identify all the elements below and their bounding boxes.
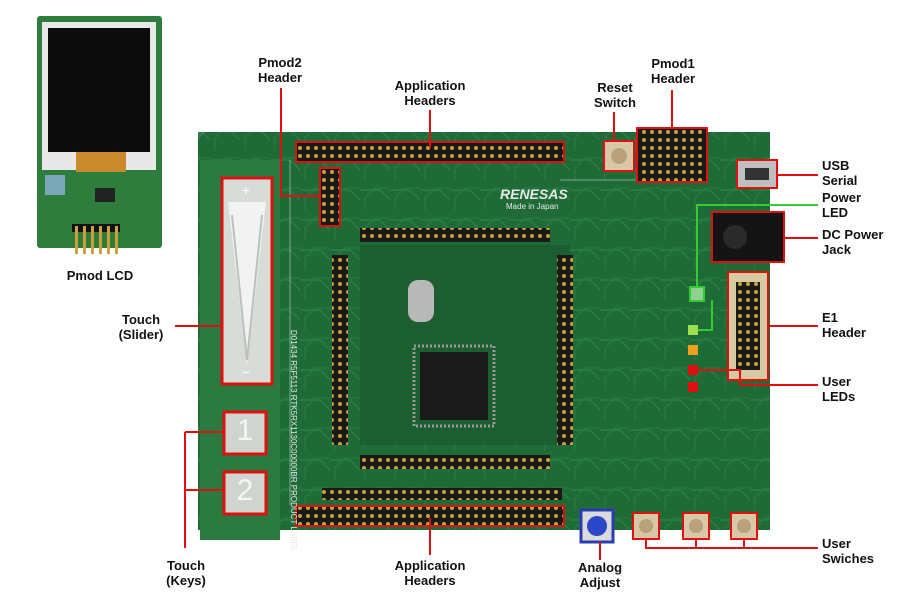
label-app-headers-bottom: Application Headers [394,558,466,588]
touch-slider [220,176,274,386]
label-app-headers-top: Application Headers [394,78,466,108]
label-usb-serial: USB Serial [822,158,858,188]
label-touch-keys: Touch (Keys) [166,558,206,588]
user-leds [688,325,698,392]
label-dc-power-jack: DC Power Jack [822,227,884,257]
product-label: D01434 R5F5113 RTK5RX1130C00000BR PRODUC… [289,330,298,552]
usb-serial-connector [736,159,778,189]
e1-header [727,271,769,381]
power-led-callout [696,204,818,331]
label-e1-header: E1 Header [822,310,867,340]
pmod2-header [319,167,341,227]
slider-plus: + [242,182,251,198]
middle-headers [322,228,573,500]
slider-minus: − [242,364,251,380]
touch-key-1: 1 [236,414,254,447]
label-user-switches: User Swiches [822,536,875,566]
dc-power-jack [711,211,785,263]
user-switches [632,512,758,540]
touch-key-2: 2 [236,474,254,507]
label-analog-adjust: Analog Adjust [577,560,623,590]
main-pcb [198,132,770,540]
brand-text: RENESAS [500,186,568,202]
label-power-led: Power LED [822,190,862,220]
analog-adjust-pot [579,508,615,544]
label-reset-switch: Reset Switch [594,80,636,110]
reset-switch [603,140,635,172]
pmod1-header [636,127,708,183]
mcu-chip [412,344,496,428]
callout-lines [175,88,818,560]
label-pmod2-header: Pmod2 Header [257,55,303,85]
crystal [408,280,434,322]
label-user-leds: User LEDs [822,374,856,404]
label-pmod1-header: Pmod1 Header [650,56,696,86]
label-pmod-lcd: Pmod LCD [66,268,134,283]
made-in-text: Made in Japan [506,202,559,211]
label-touch-slider: Touch (Slider) [118,312,164,342]
power-led [689,286,705,302]
pmod-lcd-module [37,16,162,254]
touch-keys [222,410,268,516]
pmod-lcd-pins [72,224,120,254]
